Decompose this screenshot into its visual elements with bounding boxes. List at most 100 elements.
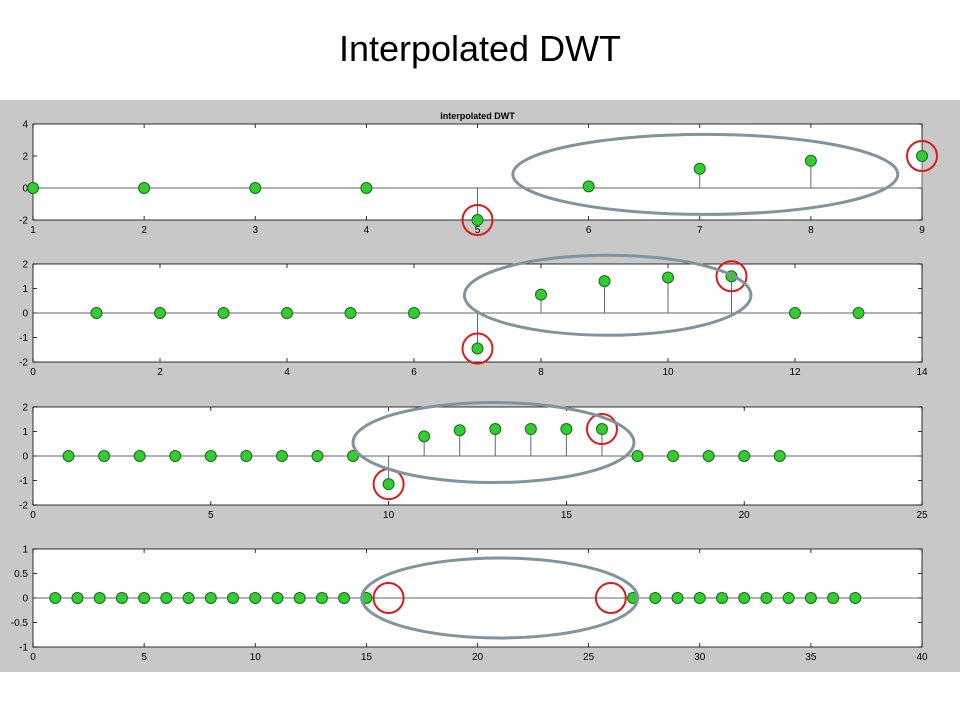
y-tick-label: 0 — [22, 184, 28, 195]
data-point — [804, 592, 817, 604]
highlight-circle — [715, 260, 748, 293]
group-ellipse — [462, 253, 753, 337]
data-point — [347, 450, 360, 462]
data-point — [849, 592, 862, 604]
x-tick-label: 8 — [808, 225, 814, 236]
x-tick-label: 1 — [30, 225, 36, 236]
data-point — [662, 271, 674, 284]
data-point — [160, 592, 173, 604]
y-tick-label: 2 — [22, 260, 28, 271]
data-point — [49, 592, 62, 604]
data-point — [115, 592, 128, 604]
y-tick-label: -2 — [19, 501, 28, 512]
y-tick-label: -1 — [19, 643, 28, 654]
x-tick-label: 15 — [361, 652, 373, 663]
data-point — [293, 592, 306, 604]
y-tick-label: -1 — [19, 476, 28, 487]
y-tick-label: -2 — [19, 216, 28, 227]
y-tick-label: 0 — [22, 452, 28, 463]
group-ellipse — [511, 132, 900, 216]
data-point — [71, 592, 84, 604]
group-ellipse — [360, 556, 640, 640]
x-tick-label: 7 — [697, 225, 703, 236]
x-tick-label: 2 — [157, 367, 163, 378]
y-tick-label: -0.5 — [11, 618, 29, 629]
data-point — [315, 592, 328, 604]
data-point — [738, 592, 751, 604]
highlight-circle — [461, 204, 494, 236]
data-point — [27, 182, 39, 194]
data-point — [98, 450, 111, 462]
data-point — [338, 592, 351, 604]
x-tick-label: 30 — [694, 652, 706, 663]
data-point — [667, 450, 680, 462]
highlight-circle — [594, 582, 627, 614]
data-point — [598, 275, 611, 288]
data-point — [90, 307, 103, 319]
y-tick-label: 1 — [22, 427, 28, 438]
data-point — [62, 450, 75, 462]
y-tick-label: 0 — [22, 594, 28, 605]
data-point — [240, 450, 253, 462]
highlight-circle — [461, 332, 494, 365]
y-tick-label: -1 — [19, 333, 28, 344]
x-tick-label: 3 — [252, 225, 258, 236]
data-point — [804, 154, 817, 167]
data-point — [154, 307, 166, 319]
group-ellipse — [351, 401, 636, 485]
data-point — [471, 214, 484, 226]
data-point — [227, 592, 240, 604]
x-tick-label: 8 — [538, 367, 544, 378]
y-tick-label: 2 — [22, 403, 28, 414]
data-point — [738, 450, 751, 462]
data-point — [773, 450, 786, 462]
highlight-circle — [906, 140, 938, 172]
data-point — [311, 450, 324, 462]
data-point — [418, 430, 431, 443]
data-point — [271, 592, 284, 604]
data-point — [760, 592, 773, 604]
y-tick-label: 2 — [22, 152, 28, 163]
data-point — [693, 592, 706, 604]
data-point — [249, 592, 262, 604]
data-point — [408, 307, 420, 319]
x-tick-label: 14 — [916, 367, 928, 378]
x-tick-label: 10 — [662, 367, 674, 378]
x-tick-label: 5 — [141, 652, 147, 663]
data-point — [249, 182, 262, 194]
data-point — [281, 307, 293, 319]
data-point — [182, 592, 195, 604]
data-point — [595, 423, 608, 436]
data-point — [671, 592, 684, 604]
y-tick-label: 1 — [22, 545, 28, 556]
data-point — [204, 592, 217, 604]
data-point — [217, 307, 230, 319]
x-tick-label: 0 — [30, 367, 36, 378]
data-point — [382, 478, 395, 491]
data-point — [204, 450, 217, 462]
data-point — [631, 450, 644, 462]
data-point — [693, 162, 706, 175]
y-tick-label: 0.5 — [14, 569, 28, 580]
data-point — [133, 450, 146, 462]
data-point — [344, 307, 357, 319]
data-point — [715, 592, 728, 604]
data-point — [827, 592, 840, 604]
x-tick-label: 0 — [30, 652, 36, 663]
data-point — [649, 592, 662, 604]
data-point — [789, 307, 801, 319]
x-tick-label: 5 — [475, 225, 481, 236]
x-tick-label: 4 — [284, 367, 290, 378]
x-tick-label: 6 — [411, 367, 417, 378]
slide-title: Interpolated DWT — [338, 28, 622, 69]
data-point — [852, 307, 865, 319]
x-tick-label: 4 — [364, 225, 370, 236]
data-point — [453, 424, 466, 437]
x-tick-label: 15 — [561, 510, 573, 521]
x-tick-label: 20 — [739, 510, 751, 521]
data-point — [138, 592, 151, 604]
y-tick-label: 4 — [22, 120, 28, 131]
